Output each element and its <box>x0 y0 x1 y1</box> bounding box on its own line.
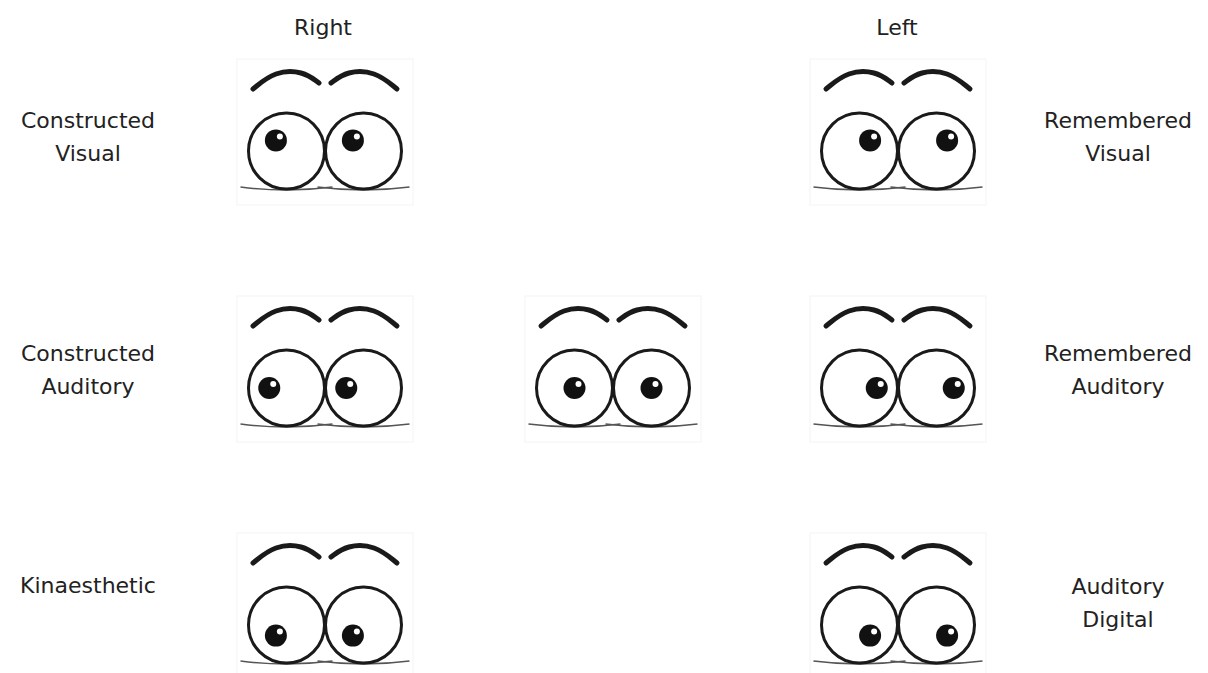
pupil-highlight <box>347 381 353 387</box>
eyebrow <box>904 309 970 326</box>
pupil-highlight <box>871 629 877 635</box>
eyebrow <box>253 309 319 326</box>
pupil <box>936 129 958 151</box>
eyeball <box>614 350 690 426</box>
pupil-highlight <box>955 381 961 387</box>
cue-label: Constructed Visual <box>3 104 173 170</box>
eyebrow <box>253 72 319 89</box>
eye-frame <box>810 59 986 205</box>
pupil-highlight <box>270 381 276 387</box>
eye-frame <box>237 59 413 205</box>
eyeball <box>326 587 402 663</box>
eyebrow <box>826 309 892 326</box>
eyebrow <box>619 309 685 326</box>
pupil-highlight <box>653 381 659 387</box>
eyebrow <box>904 72 970 89</box>
pupil-highlight <box>277 629 283 635</box>
eyeball <box>537 350 613 426</box>
pupil-highlight <box>948 133 954 139</box>
pupil <box>641 377 663 399</box>
pupil <box>936 625 958 647</box>
eyeball <box>249 113 325 189</box>
eyebrow <box>331 309 397 326</box>
pupil-highlight <box>354 133 360 139</box>
eyeball <box>822 113 898 189</box>
pupil <box>859 129 881 151</box>
pupil <box>564 377 586 399</box>
eye-pair <box>810 59 986 205</box>
eyebrow <box>826 546 892 563</box>
eyebrow <box>331 546 397 563</box>
eyeball <box>822 350 898 426</box>
eyeball <box>326 350 402 426</box>
pupil-highlight <box>871 133 877 139</box>
eye-pair <box>237 59 413 205</box>
eyeball <box>899 587 975 663</box>
pupil-highlight <box>948 629 954 635</box>
eyeball <box>822 587 898 663</box>
eyebrow <box>826 72 892 89</box>
cue-label: Constructed Auditory <box>3 337 173 403</box>
eyebrow <box>331 72 397 89</box>
pupil <box>335 377 357 399</box>
eye-frame <box>810 533 986 673</box>
column-heading: Left <box>876 11 917 44</box>
pupil <box>859 625 881 647</box>
eyebrow <box>253 546 319 563</box>
eyeball <box>899 350 975 426</box>
cue-label: Auditory Digital <box>1035 570 1201 636</box>
eye-frame <box>525 296 701 442</box>
eyeball <box>249 587 325 663</box>
eye-pair <box>810 533 986 673</box>
pupil <box>265 625 287 647</box>
eye-pair <box>525 296 701 442</box>
pupil <box>866 377 888 399</box>
eyebrow <box>904 546 970 563</box>
eye-frame <box>237 296 413 442</box>
pupil <box>265 129 287 151</box>
cue-label: Kinaesthetic <box>3 569 173 602</box>
pupil <box>342 625 364 647</box>
cue-label: Remembered Visual <box>1035 104 1201 170</box>
eyeball <box>326 113 402 189</box>
eye-pair <box>237 533 413 673</box>
eye-frame <box>810 296 986 442</box>
eyeball <box>899 113 975 189</box>
pupil-highlight <box>878 381 884 387</box>
eye-pair <box>810 296 986 442</box>
pupil-highlight <box>576 381 582 387</box>
eye-frame <box>237 533 413 673</box>
pupil <box>943 377 965 399</box>
pupil-highlight <box>277 133 283 139</box>
eyebrow <box>541 309 607 326</box>
pupil <box>342 129 364 151</box>
eyeball <box>249 350 325 426</box>
pupil-highlight <box>354 629 360 635</box>
column-heading: Right <box>294 11 352 44</box>
eye-pair <box>237 296 413 442</box>
cue-label: Remembered Auditory <box>1035 337 1201 403</box>
pupil <box>258 377 280 399</box>
